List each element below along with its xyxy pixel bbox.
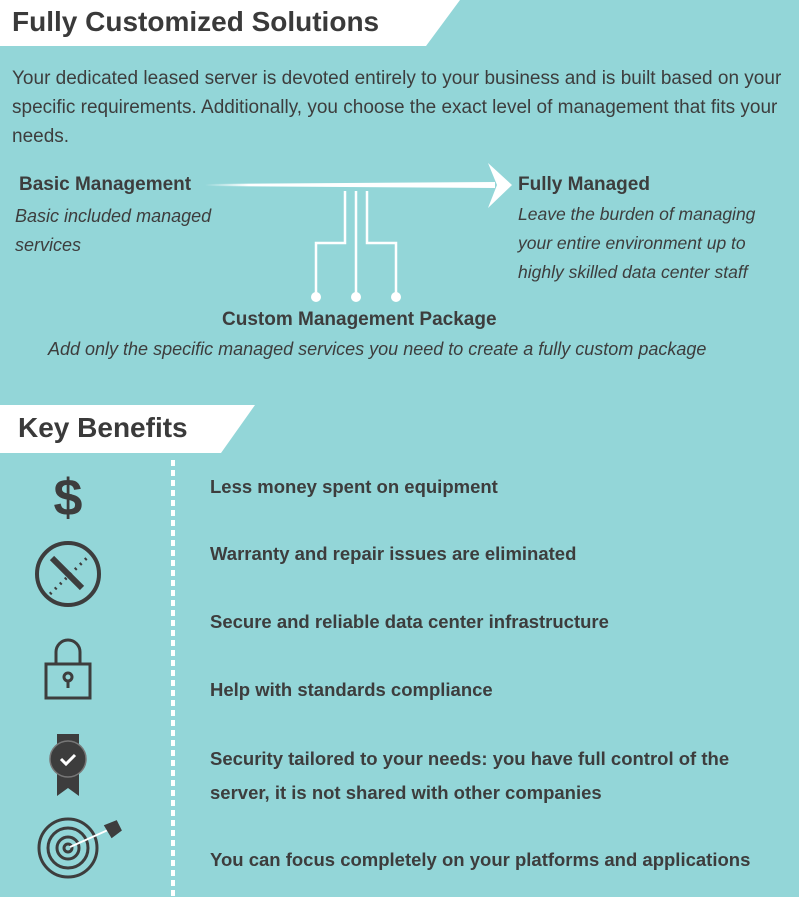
section-title-banner: Fully Customized Solutions [0,0,460,46]
dollar-icon: $ [54,470,83,527]
dotted-divider [171,460,175,897]
key-benefits-banner: Key Benefits [0,405,255,453]
badge-icon [49,734,87,796]
benefit-item: You can focus completely on your platfor… [210,849,751,870]
benefit-item: Less money spent on equipment [210,476,498,497]
benefit-icons: $ [35,470,122,879]
no-repair-icon [35,541,101,607]
custom-package-desc: Add only the specific managed services y… [48,339,707,359]
lock-icon [44,638,92,700]
benefit-item: Security tailored to your needs: you hav… [210,748,730,803]
benefit-item: Secure and reliable data center infrastr… [210,611,609,632]
benefit-item: Help with standards compliance [210,679,493,700]
basic-management-desc: Basic included managed services [15,206,212,255]
key-benefits-title: Key Benefits [18,412,188,443]
basic-management-title: Basic Management [19,174,192,195]
benefit-item: Warranty and repair issues are eliminate… [210,543,577,564]
target-icon [37,817,122,879]
fully-managed-desc: Leave the burden of managing your entire… [518,204,756,282]
fully-managed-title: Fully Managed [518,174,650,195]
section-title: Fully Customized Solutions [12,6,380,37]
custom-package-title: Custom Management Package [222,309,497,330]
management-arrow-diagram [205,163,512,302]
intro-text: Your dedicated leased server is devoted … [12,68,782,147]
